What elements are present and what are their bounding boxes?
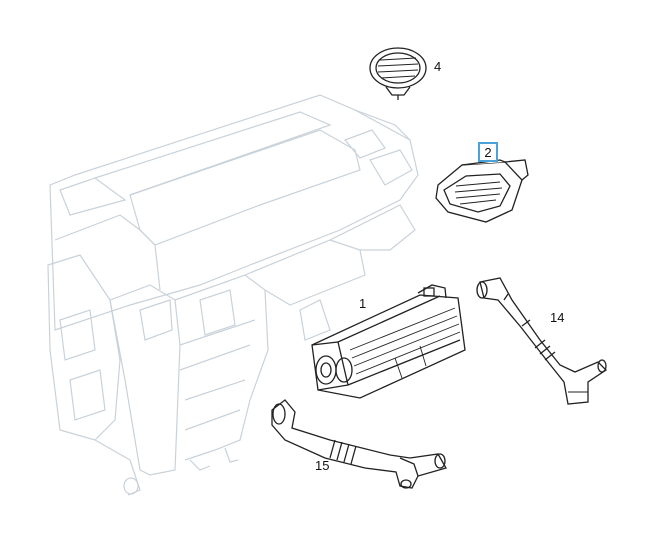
part-4-round-vent[interactable]	[369, 47, 427, 100]
callout-14: 14	[550, 310, 565, 325]
dashboard-ghost	[47, 94, 419, 496]
callout-1: 1	[359, 296, 367, 311]
callout-15: 15	[315, 458, 330, 473]
part-2-side-vent[interactable]	[435, 159, 529, 223]
callout-2-highlighted: 2	[478, 142, 498, 162]
part-15-duct[interactable]	[271, 399, 447, 489]
part-1-air-box[interactable]	[311, 284, 466, 399]
callout-4: 4	[434, 59, 442, 74]
part-14-duct[interactable]	[476, 277, 608, 405]
